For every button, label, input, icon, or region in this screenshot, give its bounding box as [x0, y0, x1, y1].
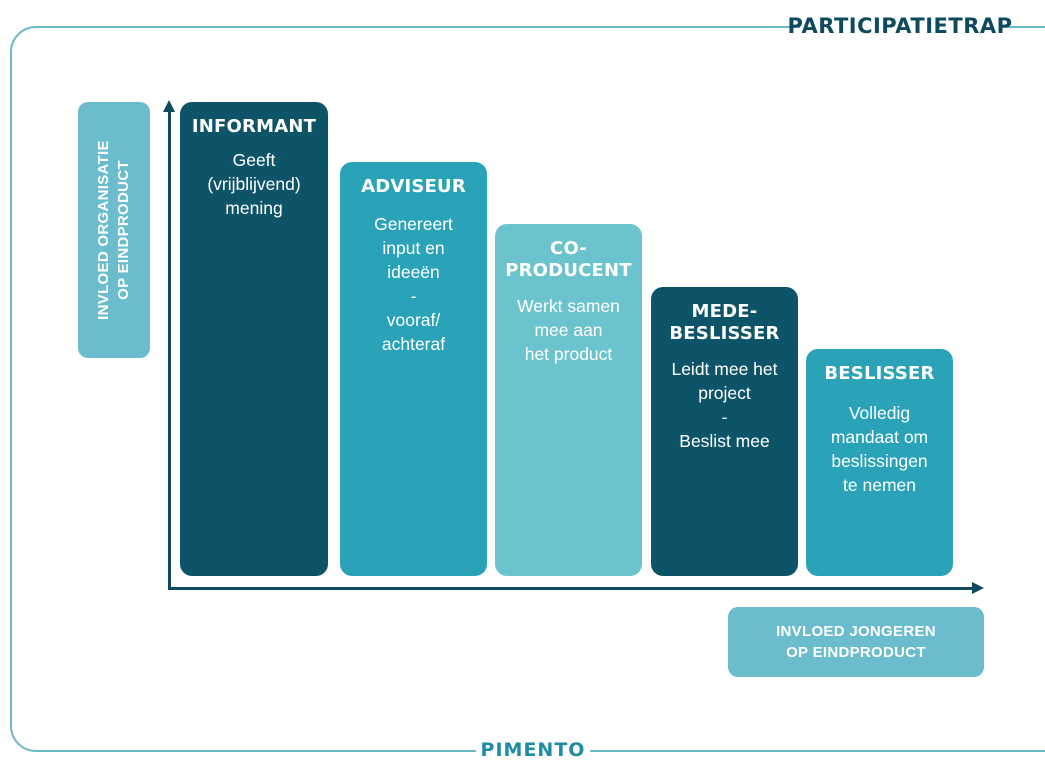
- x-axis-arrow-icon: [972, 582, 984, 594]
- x-axis-line: [168, 587, 974, 590]
- step-title: ADVISEUR: [361, 176, 466, 197]
- step-title: CO- PRODUCENT: [505, 238, 632, 281]
- step-co-producent: CO- PRODUCENT Werkt samen mee aan het pr…: [495, 224, 642, 576]
- step-description: Leidt mee het project - Beslist mee: [671, 359, 778, 451]
- step-description: Geeft (vrijblijvend) mening: [207, 150, 301, 218]
- x-axis-label: INVLOED JONGEREN OP EINDPRODUCT: [728, 607, 984, 677]
- y-axis-arrow-icon: [163, 100, 175, 112]
- y-axis-label: INVLOED ORGANISATIE OP EINDPRODUCT: [95, 140, 132, 320]
- step-title: BESLISSER: [824, 363, 935, 384]
- step-description: Werkt samen mee aan het product: [517, 296, 620, 364]
- step-description: Genereert input en ideeën - vooraf/ acht…: [374, 214, 453, 354]
- step-adviseur: ADVISEUR Genereert input en ideeën - voo…: [340, 162, 487, 576]
- step-description: Volledig mandaat om beslissingen te neme…: [830, 403, 929, 495]
- brand-logo: PIMENTO: [476, 736, 590, 764]
- page-title: PARTICIPATIETRAP: [788, 11, 1012, 41]
- step-beslisser: BESLISSER Volledig mandaat om beslissing…: [806, 349, 953, 576]
- y-axis-label-box: INVLOED ORGANISATIE OP EINDPRODUCT: [78, 102, 150, 358]
- y-axis-line: [168, 108, 171, 590]
- step-informant: INFORMANT Geeft (vrijblijvend) mening: [180, 102, 328, 576]
- step-medebeslisser: MEDE- BESLISSER Leidt mee het project - …: [651, 287, 798, 576]
- step-title: MEDE- BESLISSER: [669, 301, 780, 344]
- step-title: INFORMANT: [191, 116, 317, 137]
